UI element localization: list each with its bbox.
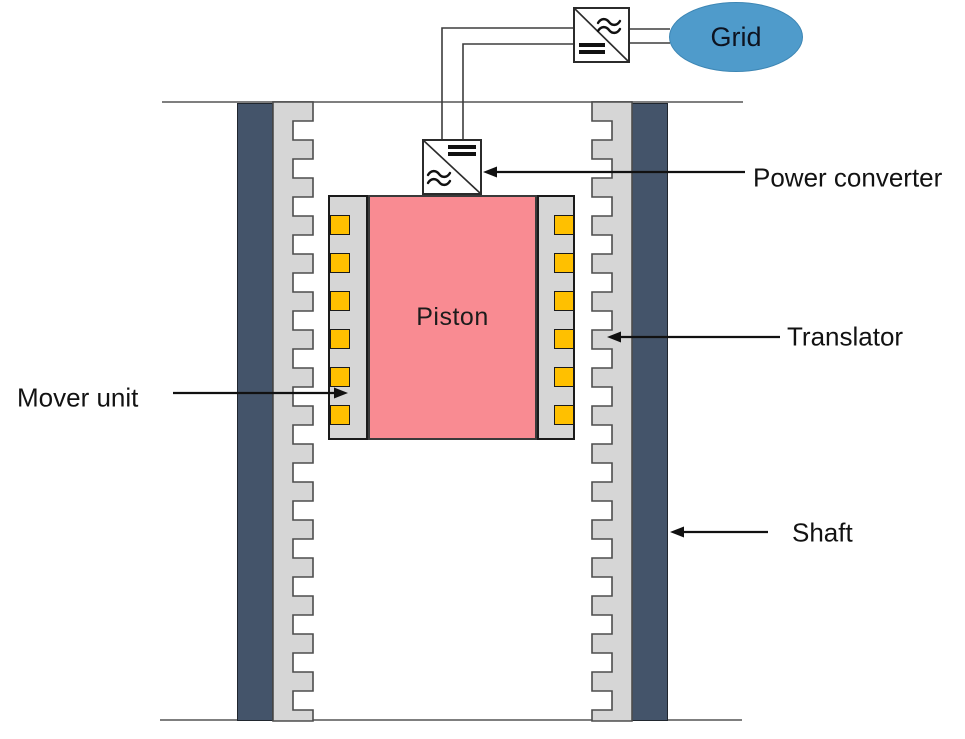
translator-right-teeth [591, 101, 633, 722]
power-converter-grid-side [573, 7, 630, 63]
dc-symbol [448, 152, 476, 156]
power-converter-machine-side [422, 139, 482, 195]
power-converter-arrow-head [483, 166, 497, 178]
ac-symbol [426, 169, 452, 179]
mover-magnet-segment [330, 329, 350, 349]
converter-diagonal [573, 7, 630, 63]
mover-magnet-segment [330, 367, 350, 387]
dc-symbol [579, 50, 605, 54]
mover-magnet-segment [330, 215, 350, 235]
mover-magnet-segment [330, 253, 350, 273]
mover-bar-left [328, 195, 368, 440]
translator-left-rail [272, 101, 314, 722]
mover-unit-label: Mover unit [17, 382, 139, 413]
converter-diagonal [422, 139, 482, 195]
bottom-ground-line [160, 719, 742, 721]
shaft-right-column [630, 103, 668, 721]
ac-symbol [426, 177, 452, 187]
ac-symbol [596, 25, 622, 35]
translator-left-teeth [272, 101, 314, 722]
piston-block: Piston [368, 195, 537, 440]
dc-link-wire [462, 43, 573, 139]
translator-label: Translator [787, 321, 904, 352]
mover-magnet-segment [554, 215, 574, 235]
translator-right-rail [591, 101, 633, 722]
piston-label: Piston [416, 303, 489, 331]
mover-magnet-segment [554, 329, 574, 349]
power-converter-label: Power converter [753, 162, 943, 193]
shaft-label: Shaft [792, 517, 853, 548]
shaft-left-column [237, 103, 273, 721]
mover-magnet-segment [554, 367, 574, 387]
mover-magnet-segment [554, 405, 574, 425]
mover-magnet-segment [330, 405, 350, 425]
dc-symbol [579, 43, 605, 47]
ac-symbol [596, 17, 622, 27]
mover-magnet-segment [554, 291, 574, 311]
mover-magnet-segment [330, 291, 350, 311]
grid-label: Grid [710, 21, 762, 52]
grid-node: Grid [669, 2, 803, 72]
mover-magnet-segment [554, 253, 574, 273]
dc-link-wire [441, 27, 573, 139]
dc-symbol [448, 145, 476, 149]
shaft-arrow-head [670, 526, 684, 538]
mover-bar-right [537, 195, 575, 440]
